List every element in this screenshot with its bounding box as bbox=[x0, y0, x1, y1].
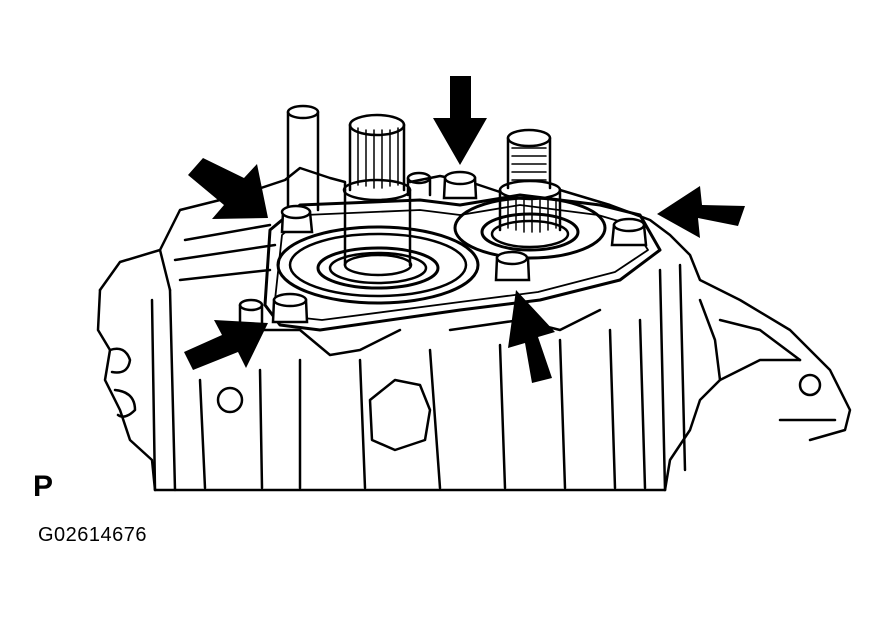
dowel-pin bbox=[238, 171, 432, 332]
shift-rod bbox=[286, 104, 320, 217]
retainer-bolt bbox=[494, 250, 531, 282]
retainer-bolt bbox=[442, 170, 478, 200]
output-shaft-assembly bbox=[453, 128, 607, 260]
retainer-bolt bbox=[271, 292, 309, 324]
callout-arrow bbox=[657, 186, 745, 238]
callout-arrow bbox=[184, 320, 268, 370]
figure-id: G02614676 bbox=[38, 524, 148, 546]
callout-arrow bbox=[188, 158, 268, 219]
retainer-bolt bbox=[610, 217, 648, 247]
input-shaft-assembly bbox=[276, 113, 480, 305]
view-label: P bbox=[33, 470, 54, 503]
transmission-case bbox=[96, 166, 852, 492]
callout-arrow bbox=[433, 76, 487, 165]
callout-arrow bbox=[508, 290, 555, 383]
retainer-bolt bbox=[280, 204, 314, 234]
